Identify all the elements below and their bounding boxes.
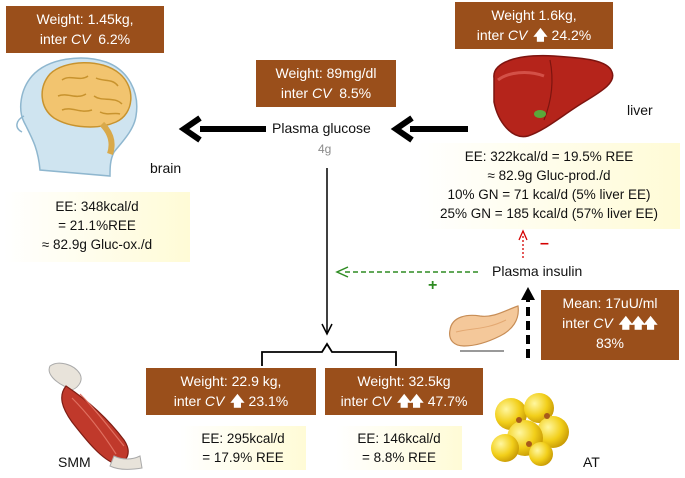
brain-cv-line: inter CV 6.2% xyxy=(39,31,131,47)
tissue-bracket xyxy=(261,342,397,366)
at-weight: Weight: 32.5kg xyxy=(357,373,451,389)
brain-weight: Weight: 1.45kg, xyxy=(36,11,134,27)
liver-ee-line-1: EE: 322kcal/d = 19.5% REE xyxy=(464,149,634,164)
insulin-to-liver-arrow xyxy=(518,229,528,258)
brain-ee-panel: EE: 348kcal/d = 21.1%REE ≈ 82.9g Gluc-ox… xyxy=(4,192,190,262)
arrow-up-icon: 🡅 xyxy=(533,27,547,43)
liver-cv-line: inter CV 🡅 24.2% xyxy=(476,27,592,43)
at-weight-box: Weight: 32.5kg inter CV 🡅🡅 47.7% xyxy=(325,368,483,415)
smm-weight: Weight: 22.9 kg, xyxy=(180,373,282,389)
smm-cv-line: inter CV 🡅 23.1% xyxy=(173,393,289,409)
insulin-plus-sign: + xyxy=(428,277,438,294)
glucose-weight-box: Weight: 89mg/dl inter CV 8.5% xyxy=(256,60,396,107)
muscle-illustration xyxy=(48,362,143,470)
arrow-up-icon: 🡅🡅🡅 xyxy=(618,315,658,331)
smm-ee-line-1: EE: 295kcal/d xyxy=(201,431,285,446)
brain-ee-line-2: = 21.1%REE xyxy=(58,218,136,233)
brain-ee-line-3: ≈ 82.9g Gluc-ox./d xyxy=(41,237,153,252)
at-label: AT xyxy=(583,454,600,470)
liver-ee-line-4: 25% GN = 185 kcal/d (57% liver EE) xyxy=(440,206,658,221)
glucose-to-brain-arrow xyxy=(178,115,266,143)
liver-label: liver xyxy=(627,102,653,118)
brain-ee-line-1: EE: 348kcal/d xyxy=(55,199,139,214)
smm-ee-line-2: = 17.9% REE xyxy=(202,450,284,465)
liver-weight-box: Weight 1.6kg, inter CV 🡅 24.2% xyxy=(455,2,613,49)
insulin-label: Plasma insulin xyxy=(492,263,583,279)
at-ee-line-2: = 8.8% REE xyxy=(362,450,436,465)
brain-illustration xyxy=(16,57,138,177)
at-cv-line: inter CV 🡅🡅 47.7% xyxy=(340,393,468,409)
liver-ee-line-2: ≈ 82.9g Gluc-prod./d xyxy=(487,168,611,183)
insulin-mean: Mean: 17uU/ml xyxy=(562,295,658,311)
smm-ee-panel: EE: 295kcal/d = 17.9% REE xyxy=(180,426,306,470)
glucose-label: Plasma glucose xyxy=(272,120,371,136)
insulin-mean-box: Mean: 17uU/ml inter CV 🡅🡅🡅 83% xyxy=(541,290,679,360)
liver-to-glucose-arrow xyxy=(390,115,468,143)
brain-label: brain xyxy=(150,160,182,176)
adipocyte-illustration xyxy=(491,393,569,466)
insulin-cv-line: inter CV 🡅🡅🡅 xyxy=(562,315,658,331)
at-ee-panel: EE: 146kcal/d = 8.8% REE xyxy=(336,426,462,470)
smm-label: SMM xyxy=(58,454,91,470)
liver-ee-panel: EE: 322kcal/d = 19.5% REE ≈ 82.9g Gluc-p… xyxy=(418,143,680,229)
liver-weight: Weight 1.6kg, xyxy=(491,7,577,23)
liver-ee-line-3: 10% GN = 71 kcal/d (5% liver EE) xyxy=(447,187,651,202)
arrow-up-icon: 🡅 xyxy=(230,393,244,409)
smm-weight-box: Weight: 22.9 kg, inter CV 🡅 23.1% xyxy=(146,368,316,415)
arrow-up-icon: 🡅🡅 xyxy=(397,393,424,409)
insulin-minus-sign: – xyxy=(540,235,549,252)
pancreas-illustration xyxy=(449,305,519,352)
glucose-amount: 4g xyxy=(318,142,332,156)
glucose-cv-line: inter CV 8.5% xyxy=(280,85,372,101)
glucose-to-tissues-arrow xyxy=(321,168,333,336)
insulin-cv-value: 83% xyxy=(595,335,625,351)
glucose-weight: Weight: 89mg/dl xyxy=(275,65,377,81)
at-ee-line-1: EE: 146kcal/d xyxy=(357,431,441,446)
insulin-to-glucose-arrow xyxy=(335,266,478,278)
brain-weight-box: Weight: 1.45kg, inter CV 6.2% xyxy=(6,6,164,53)
liver-illustration xyxy=(493,54,614,138)
pancreas-to-insulin-arrow xyxy=(521,287,535,358)
